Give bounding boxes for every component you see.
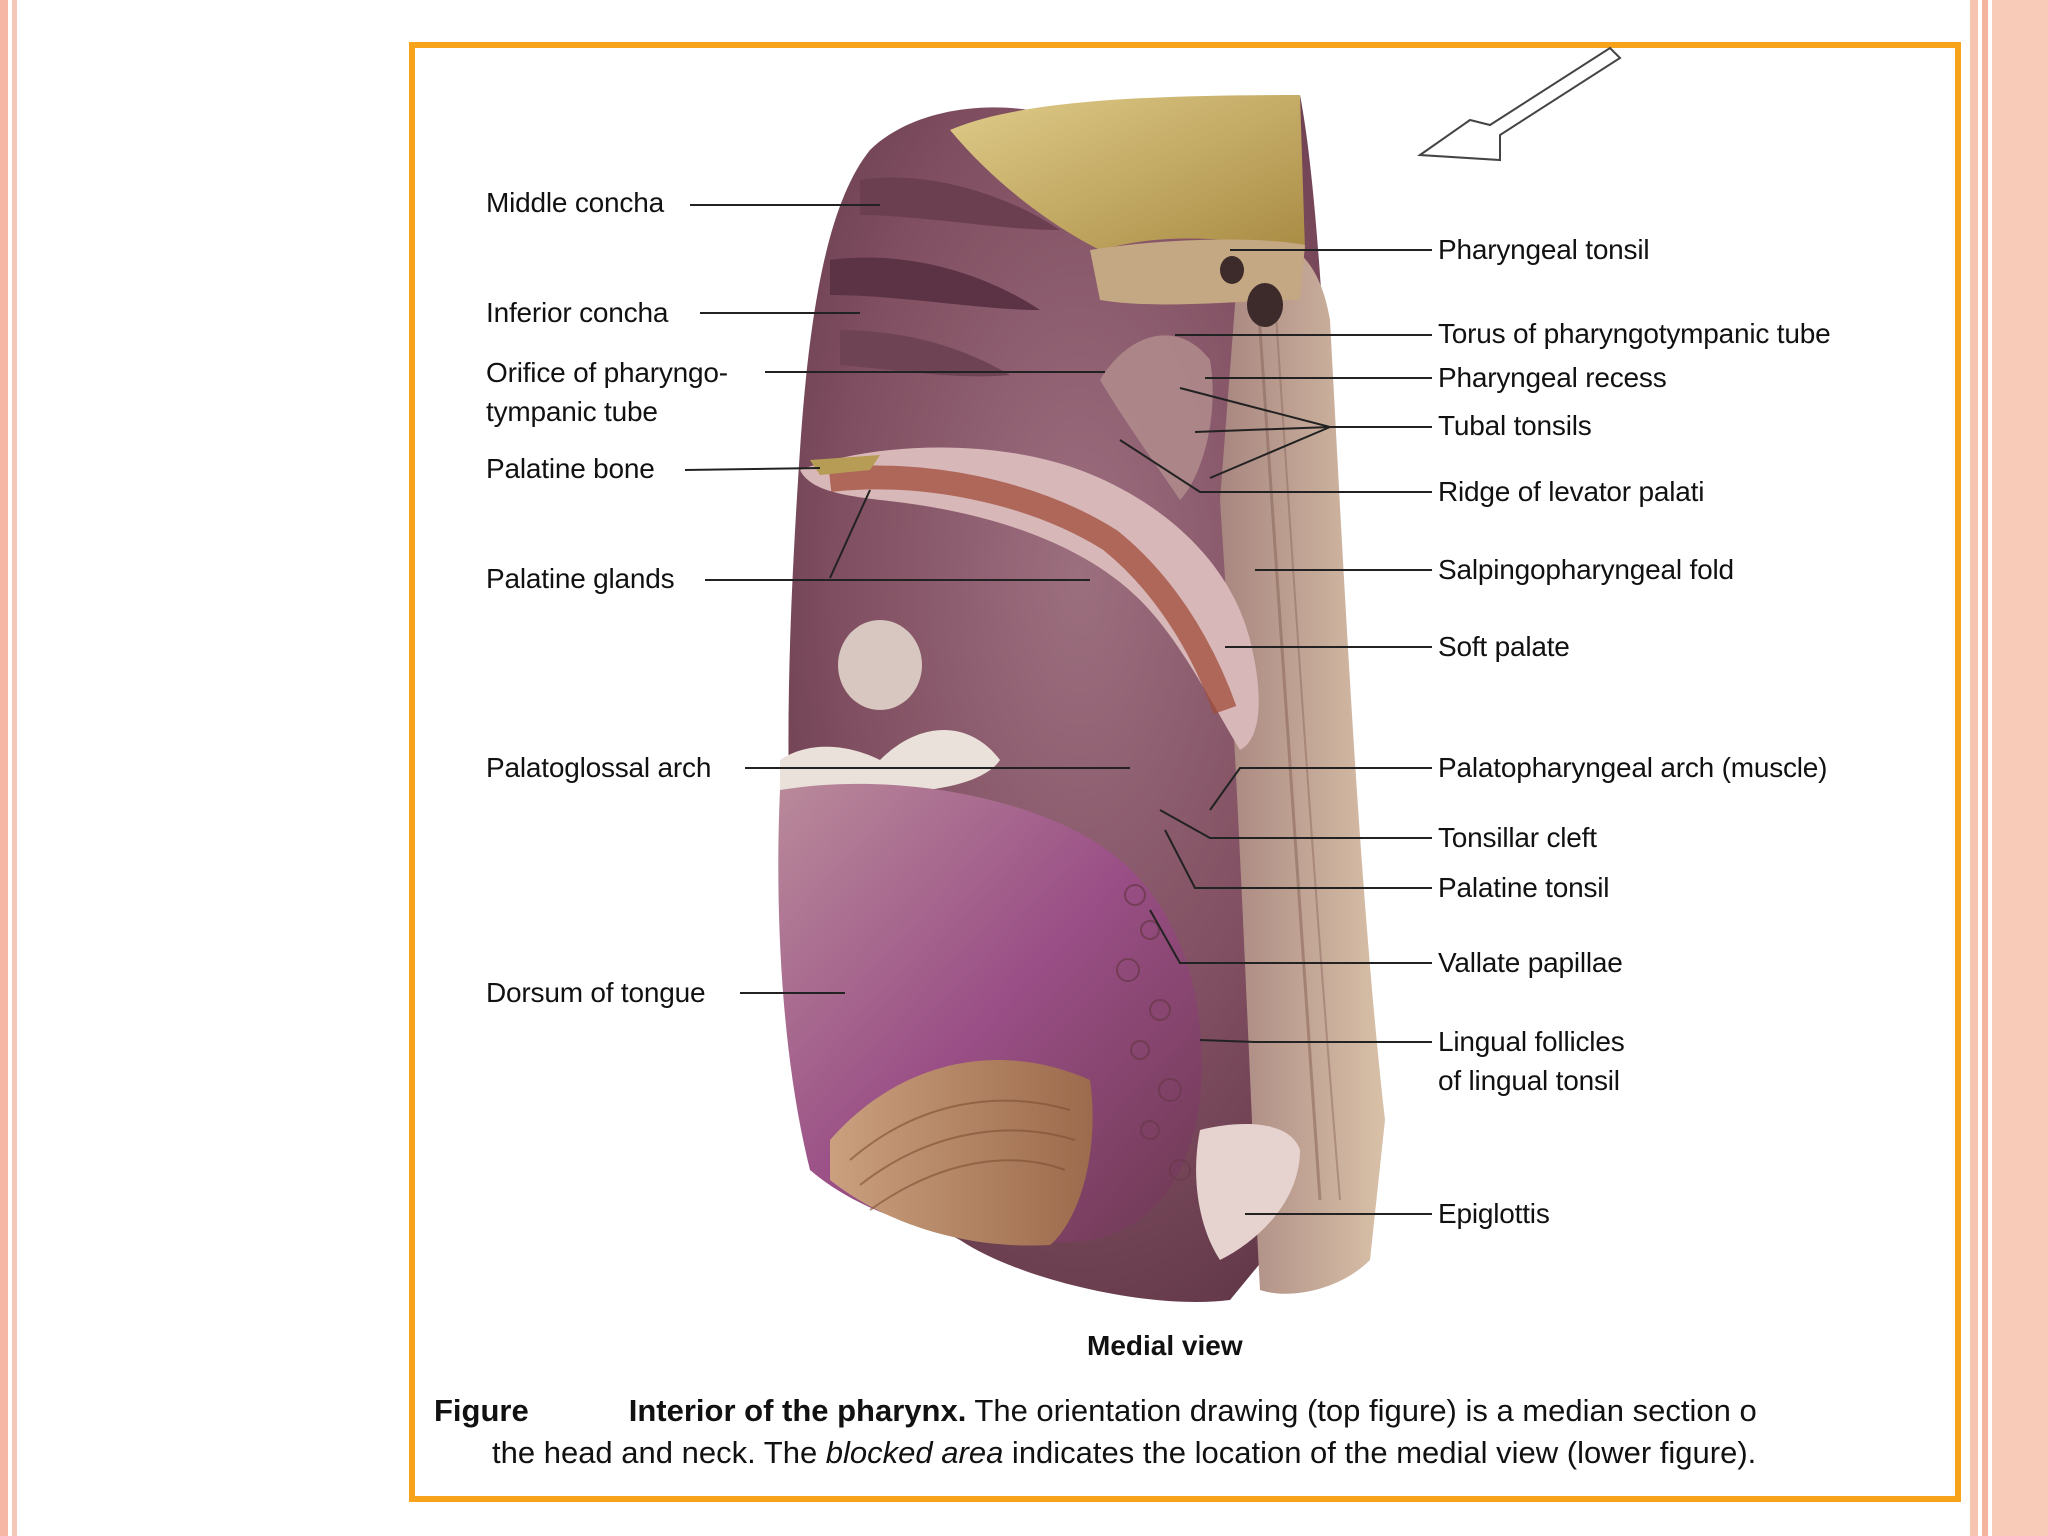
label-palatoglossal-arch: Palatoglossal arch bbox=[486, 752, 712, 783]
soft-palate-shape bbox=[800, 447, 1259, 750]
caption-line-1: Figure Interior of the pharynx. The orien… bbox=[434, 1390, 1934, 1432]
label-salpingopharyngeal-fold: Salpingopharyngeal fold bbox=[1438, 554, 1734, 585]
label-orifice-line2: tympanic tube bbox=[486, 396, 658, 427]
slide-right-border bbox=[1970, 0, 2048, 1536]
pharyngeal-wall bbox=[1220, 238, 1385, 1294]
label-torus: Torus of pharyngotympanic tube bbox=[1438, 318, 1831, 349]
label-ridge-levator: Ridge of levator palati bbox=[1438, 476, 1705, 507]
label-pharyngeal-recess: Pharyngeal recess bbox=[1438, 362, 1667, 393]
label-tonsillar-cleft: Tonsillar cleft bbox=[1438, 822, 1597, 853]
label-palatine-bone: Palatine bone bbox=[486, 453, 655, 484]
label-vallate-papillae: Vallate papillae bbox=[1438, 947, 1623, 978]
sphenoid-bone bbox=[950, 95, 1305, 250]
epiglottis-shape bbox=[1196, 1124, 1300, 1260]
caption-italic: blocked area bbox=[825, 1435, 1004, 1470]
label-palatine-glands: Palatine glands bbox=[486, 563, 675, 594]
caption-text-1: The orientation drawing (top figure) is … bbox=[966, 1393, 1757, 1428]
caption-title: Interior of the pharynx. bbox=[628, 1393, 967, 1428]
middle-concha-shape bbox=[860, 177, 1060, 230]
label-orifice-line1: Orifice of pharyngo- bbox=[486, 357, 728, 388]
label-inferior-concha: Inferior concha bbox=[486, 297, 669, 328]
orientation-arrow bbox=[1417, 46, 1622, 162]
label-epiglottis: Epiglottis bbox=[1438, 1198, 1550, 1229]
caption-tag: Figure bbox=[434, 1393, 529, 1428]
label-tubal-tonsils: Tubal tonsils bbox=[1438, 410, 1592, 441]
torus-shape bbox=[1100, 335, 1213, 500]
label-lingual-follicles-line1: Lingual follicles bbox=[1438, 1026, 1625, 1057]
slide-left-border bbox=[0, 0, 24, 1536]
label-palatine-tonsil: Palatine tonsil bbox=[1438, 872, 1610, 903]
label-pharyngeal-tonsil: Pharyngeal tonsil bbox=[1438, 234, 1650, 265]
caption-text-2a: the head and neck. The bbox=[492, 1435, 826, 1470]
label-dorsum-of-tongue: Dorsum of tongue bbox=[486, 977, 706, 1008]
inferior-concha-shape bbox=[830, 257, 1040, 310]
caption-line-2: the head and neck. The blocked area indi… bbox=[434, 1432, 1944, 1474]
label-middle-concha: Middle concha bbox=[486, 187, 664, 218]
tongue-muscle bbox=[830, 1060, 1093, 1246]
label-palatopharyngeal-arch: Palatopharyngeal arch (muscle) bbox=[1438, 752, 1828, 783]
view-label: Medial view bbox=[1087, 1330, 1243, 1361]
caption-text-2b: indicates the location of the medial vie… bbox=[1003, 1435, 1757, 1470]
figure-caption: Figure Interior of the pharynx. The orien… bbox=[434, 1390, 1944, 1474]
label-soft-palate: Soft palate bbox=[1438, 631, 1570, 662]
label-lingual-follicles-line2: of lingual tonsil bbox=[1438, 1065, 1620, 1096]
